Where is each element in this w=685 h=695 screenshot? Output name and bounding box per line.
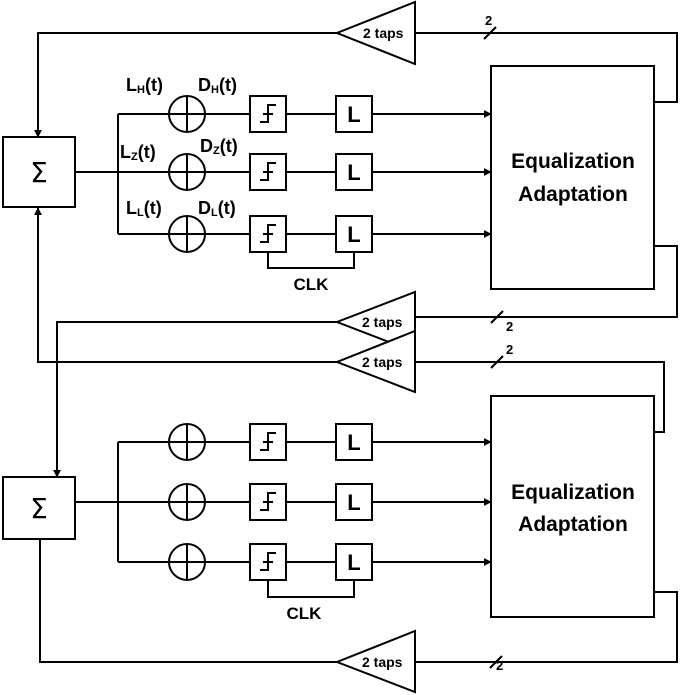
label-dh: DH(t) xyxy=(198,75,237,96)
cross-bus-to-top-width: 2 xyxy=(506,342,513,357)
bottom-block-line1: Equalization xyxy=(511,481,635,504)
cross-amplifier-to-bottom xyxy=(334,290,416,354)
top-feedback-bus-slash xyxy=(483,26,497,40)
bottom-summer-symbol: Σ xyxy=(30,492,48,525)
top-summer-output-wire xyxy=(75,113,169,235)
top-adder-slicer-wires xyxy=(205,113,250,235)
cross-amplifier-to-top xyxy=(334,329,416,394)
bottom-latch-l-label: L xyxy=(347,550,360,575)
bottom-clock-label: CLK xyxy=(287,604,323,623)
top-section: 2 taps 2 Σ xyxy=(2,0,678,294)
bottom-slicer-z xyxy=(249,483,287,521)
bottom-adder-z xyxy=(168,483,206,521)
bottom-adder-h xyxy=(168,423,206,461)
cross-amp-to-top-label: 2 taps xyxy=(362,354,403,370)
top-slicer-latch-wires xyxy=(286,113,336,235)
bottom-summer-output-wire xyxy=(75,441,169,563)
bottom-clock-wire xyxy=(267,580,355,598)
top-adder-l xyxy=(168,215,206,253)
bottom-adder-l xyxy=(168,543,206,581)
top-adder-h xyxy=(168,95,206,133)
bottom-equalization-block xyxy=(490,395,655,618)
cross-bus-slash-to-bottom xyxy=(490,310,504,324)
top-latch-z-label: L xyxy=(347,160,360,185)
top-block-line2: Adaptation xyxy=(518,183,628,206)
top-latch-h xyxy=(335,95,373,133)
top-summer xyxy=(2,136,76,208)
bottom-feedback-wire xyxy=(39,539,678,663)
bottom-section: Σ 2 taps 2 xyxy=(2,395,678,694)
bottom-latch-z xyxy=(335,483,373,521)
label-dz: DZ(t) xyxy=(200,136,238,157)
top-feedback-amp-label: 2 taps xyxy=(363,25,404,41)
bottom-adder-slicer-wires xyxy=(205,441,250,563)
bottom-slicer-l xyxy=(249,543,287,581)
label-lh: LH(t) xyxy=(126,75,163,96)
top-slicer-z xyxy=(249,153,287,191)
cross-bus-to-bottom-width: 2 xyxy=(506,319,513,334)
top-latch-z xyxy=(335,153,373,191)
bottom-feedback-amplifier xyxy=(334,629,416,694)
bottom-feedback-bus-slash xyxy=(489,655,503,669)
bottom-feedback-amp-label: 2 taps xyxy=(362,654,403,670)
bottom-feedback-bus-width: 2 xyxy=(496,658,503,673)
label-ll: LL(t) xyxy=(126,198,162,219)
bottom-latch-h-label: L xyxy=(347,430,360,455)
top-summer-symbol: Σ xyxy=(30,156,48,189)
cross-coupling: 2 taps 2 2 taps 2 xyxy=(38,208,678,477)
bottom-block-line2: Adaptation xyxy=(518,513,628,536)
label-lz: LZ(t) xyxy=(120,142,156,163)
top-adder-z xyxy=(168,153,206,191)
top-feedback-amplifier xyxy=(334,0,416,66)
bottom-slicer-h xyxy=(249,423,287,461)
bottom-latch-z-label: L xyxy=(347,490,360,515)
bottom-latch-h xyxy=(335,423,373,461)
cross-wire-to-top xyxy=(38,208,665,433)
cross-amp-to-bottom-label: 2 taps xyxy=(362,314,403,330)
top-clock-wire xyxy=(267,252,355,269)
cross-wire-to-bottom xyxy=(57,245,678,477)
cross-bus-slash-to-top xyxy=(490,355,504,369)
top-latch-l xyxy=(335,215,373,253)
top-latch-h-label: L xyxy=(347,102,360,127)
top-feedback-wire xyxy=(38,32,678,137)
bottom-slicer-latch-wires xyxy=(286,441,336,563)
top-block-line1: Equalization xyxy=(511,150,635,173)
top-equalization-block xyxy=(490,65,655,290)
label-dl: DL(t) xyxy=(198,198,236,219)
top-slicer-h xyxy=(249,95,287,133)
top-clock-label: CLK xyxy=(294,275,330,294)
top-latch-l-label: L xyxy=(347,222,360,247)
top-slicer-l xyxy=(249,215,287,253)
top-feedback-bus-width: 2 xyxy=(485,13,492,28)
